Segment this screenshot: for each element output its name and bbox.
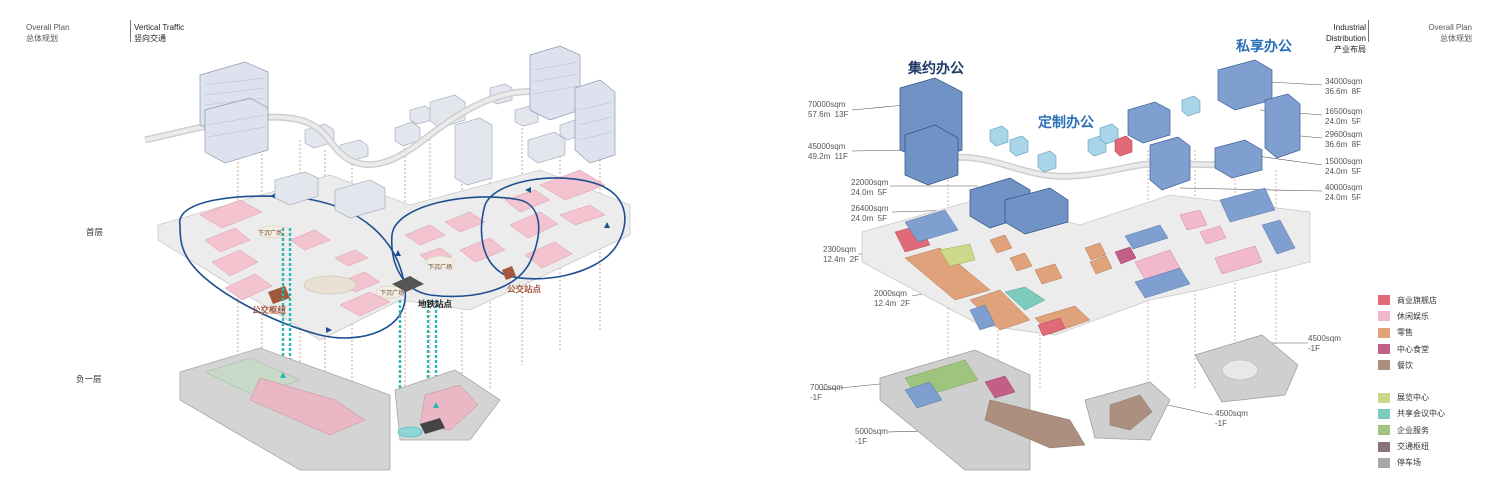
basement-floor	[879, 334, 1299, 471]
area-callout: 16500sqm 24.0m 5F	[1325, 107, 1363, 126]
legend-item: 中心食堂	[1378, 341, 1445, 357]
area-callout: 7000sqm -1F	[810, 383, 843, 402]
ground-floor-label: 首层	[86, 227, 104, 237]
intensive-office-towers	[899, 77, 1069, 235]
header-divider	[130, 20, 131, 42]
legend-swatch	[1378, 441, 1390, 452]
traffic-arrows	[270, 187, 610, 333]
bus-hub-marker	[268, 286, 290, 304]
area-callout: 40000sqm 24.0m 5F	[1325, 183, 1363, 202]
sunken-plaza-label: 下沉广场	[258, 231, 283, 237]
left-header-overall-plan: Overall Plan 总体规划	[26, 23, 70, 43]
metro-station-marker	[392, 276, 424, 292]
area-callout: 26400sqm 24.0m 5F	[851, 204, 889, 223]
legend-swatch	[1378, 408, 1390, 419]
right-header-overall-plan: Overall Plan 总体规划	[1428, 23, 1472, 43]
legend-swatch	[1378, 327, 1390, 338]
area-callout: 22000sqm 24.0m 5F	[851, 178, 889, 197]
area-callout: 70000sqm 57.6m 13F	[808, 100, 849, 119]
legend-swatch	[1378, 425, 1390, 436]
area-callout: 4500sqm -1F	[1308, 334, 1341, 353]
legend-swatch	[1378, 311, 1390, 322]
right-header-industrial-distribution: Industrial Distribution 产业布局	[1325, 23, 1366, 54]
tower-floor-lines	[204, 61, 613, 141]
area-callout: 2000sqm 12.4m 2F	[874, 289, 911, 308]
legend-item: 展览中心	[1378, 389, 1445, 405]
legend-item: 商业旗舰店	[1378, 292, 1445, 308]
legend-swatch	[1378, 392, 1390, 403]
sunken-plaza-label: 下沉广场	[380, 291, 405, 297]
left-diagram	[144, 45, 631, 471]
legend-item: 共享会议中心	[1378, 406, 1445, 422]
bus-stop-label: 公交站点	[507, 284, 542, 294]
ground-floor-program-blocks	[894, 187, 1296, 337]
legend-item: 交通枢纽	[1378, 438, 1445, 454]
area-callout: 5000sqm -1F	[855, 427, 888, 446]
right-diagram	[819, 59, 1323, 471]
custom-office-buildings	[989, 95, 1201, 173]
area-callout: 45000sqm 49.2m 11F	[808, 142, 848, 161]
bus-stop-marker	[502, 266, 516, 280]
bus-hub-label: 公交枢纽	[252, 305, 287, 315]
legend-swatch	[1378, 457, 1390, 468]
flagship-store-block	[1114, 135, 1133, 157]
legend-item: 企业服务	[1378, 422, 1445, 438]
highline-deck-surface	[934, 155, 1261, 179]
legend-item: 餐饮	[1378, 357, 1445, 373]
tower-buildings	[199, 45, 616, 164]
area-callout: 2300sqm 12.4m 2F	[823, 245, 860, 264]
sunken-plaza-label: 下沉广场	[428, 265, 453, 271]
function-legend: 商业旗舰店 休闲娱乐 零售 中心食堂 餐饮 展览中心 共享会议中心 企业服务 交…	[1378, 292, 1445, 471]
legend-swatch	[1378, 360, 1390, 371]
area-callout: 4500sqm -1F	[1215, 409, 1248, 428]
area-callout: 34000sqm 36.6m 8F	[1325, 77, 1363, 96]
custom-office-title: 定制办公	[1038, 114, 1094, 130]
legend-swatch	[1378, 295, 1390, 306]
metro-station-label: 地铁站点	[418, 299, 453, 309]
basement-floor	[179, 347, 501, 471]
legend-item: 休闲娱乐	[1378, 308, 1445, 324]
area-callout: 29600sqm 36.6m 8F	[1325, 130, 1363, 149]
legend-item: 停车场	[1378, 455, 1445, 471]
intensive-office-title: 集约办公	[908, 60, 964, 76]
private-office-title: 私享办公	[1236, 38, 1292, 54]
legend-item: 零售	[1378, 325, 1445, 341]
area-callout: 15000sqm 24.0m 5F	[1325, 157, 1363, 176]
legend-swatch	[1378, 344, 1390, 355]
private-office-buildings	[1127, 59, 1301, 191]
header-divider	[1368, 20, 1369, 42]
left-header-vertical-traffic: Vertical Traffic 竖向交通	[134, 23, 185, 43]
basement-floor-label: 负一层	[76, 374, 102, 384]
